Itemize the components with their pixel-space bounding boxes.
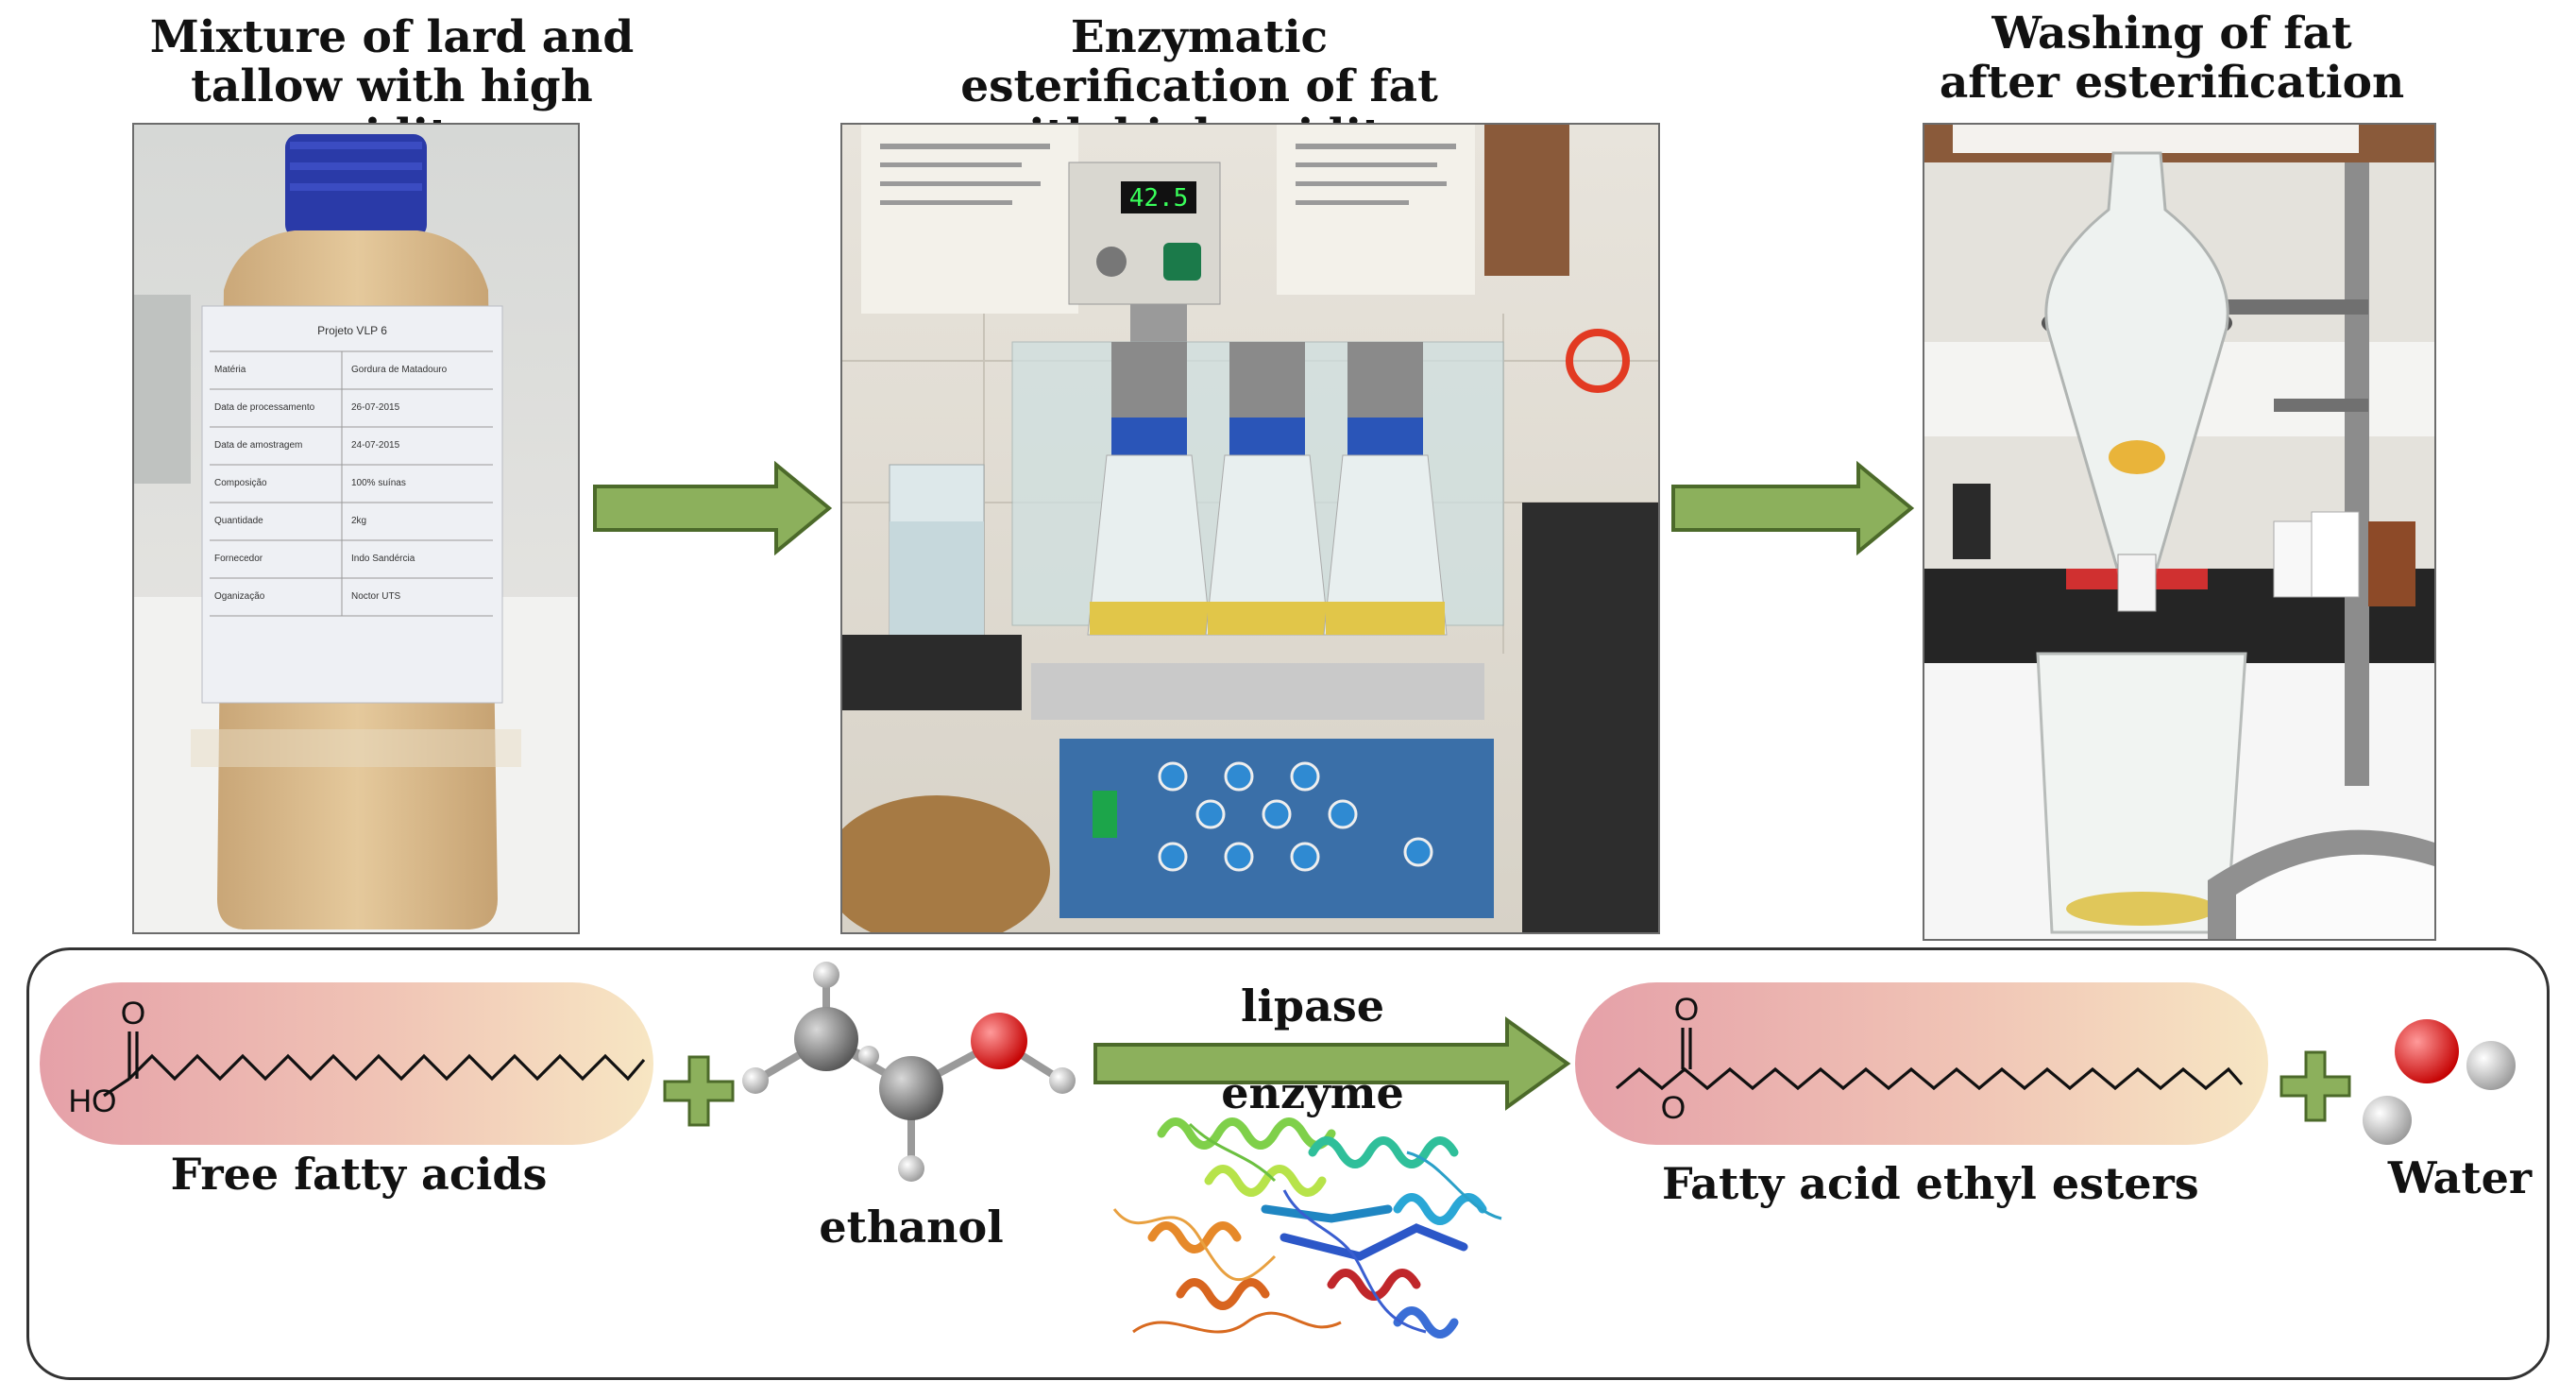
- ester-oxygen-o: O: [1661, 1090, 1686, 1126]
- bottle-label-value: 100% suínas: [351, 478, 406, 488]
- bottle-label-value: 26-07-2015: [351, 402, 400, 413]
- photo-washing-funnel: [1923, 123, 2436, 941]
- plus-sign-1: [663, 1055, 735, 1127]
- reaction-scheme-box: [26, 947, 2550, 1380]
- bottle-label-value: 2kg: [351, 516, 366, 526]
- title-photo1: Mixture of lard and tallow with high aci…: [149, 11, 635, 161]
- bottle-label-key: Oganização: [214, 591, 265, 602]
- title-photo3: Washing of fat after esterification: [1939, 8, 2405, 109]
- bottle-label-key: Fornecedor: [214, 554, 263, 564]
- water-molecule: [2363, 1019, 2516, 1145]
- thermostat-display: 42.5: [1129, 184, 1189, 213]
- photo-fat-bottle: Projeto VLP 6 Matéria Gordura de Matadou…: [132, 123, 580, 934]
- reaction-arrow: [1093, 1016, 1571, 1111]
- bottle-label-key: Matéria: [214, 365, 246, 375]
- catalyst-label-enzyme: enzyme: [1221, 1067, 1404, 1118]
- lipase-enzyme-structure: [1112, 1117, 1502, 1338]
- process-arrow-2: [1671, 461, 1915, 555]
- bottle-label-value: Gordura de Matadouro: [351, 365, 448, 375]
- bottle-label-key: Data de processamento: [214, 402, 315, 413]
- bottle-label-key: Quantidade: [214, 516, 263, 526]
- bottle-label-key: Composição: [214, 478, 267, 488]
- bottle-label-value: Indo Sandércia: [351, 554, 415, 564]
- free-fatty-acid-structure: O HO: [69, 996, 646, 1119]
- catalyst-label-lipase: lipase: [1240, 980, 1385, 1031]
- ffa-carbonyl-o: O: [121, 996, 145, 1031]
- fatty-acid-ester-structure: O O: [1615, 992, 2244, 1126]
- plus-sign-2: [2279, 1050, 2351, 1122]
- bottle-label-header: Projeto VLP 6: [317, 324, 387, 337]
- ethanol-molecule: [742, 962, 1076, 1182]
- photo-reaction-setup: 42.5: [840, 123, 1660, 934]
- bottle-label-value: Noctor UTS: [351, 591, 401, 602]
- fatty-acid-ethyl-esters-label: Fatty acid ethyl esters: [1662, 1158, 2199, 1209]
- water-label: Water: [2387, 1152, 2533, 1203]
- process-arrow-1: [593, 461, 833, 555]
- ester-carbonyl-o: O: [1674, 992, 1699, 1028]
- ffa-hydroxyl-ho: HO: [69, 1083, 117, 1119]
- free-fatty-acids-label: Free fatty acids: [170, 1149, 548, 1200]
- ethanol-label: ethanol: [819, 1202, 1004, 1253]
- bottle-label-value: 24-07-2015: [351, 440, 400, 451]
- bottle-label-key: Data de amostragem: [214, 440, 302, 451]
